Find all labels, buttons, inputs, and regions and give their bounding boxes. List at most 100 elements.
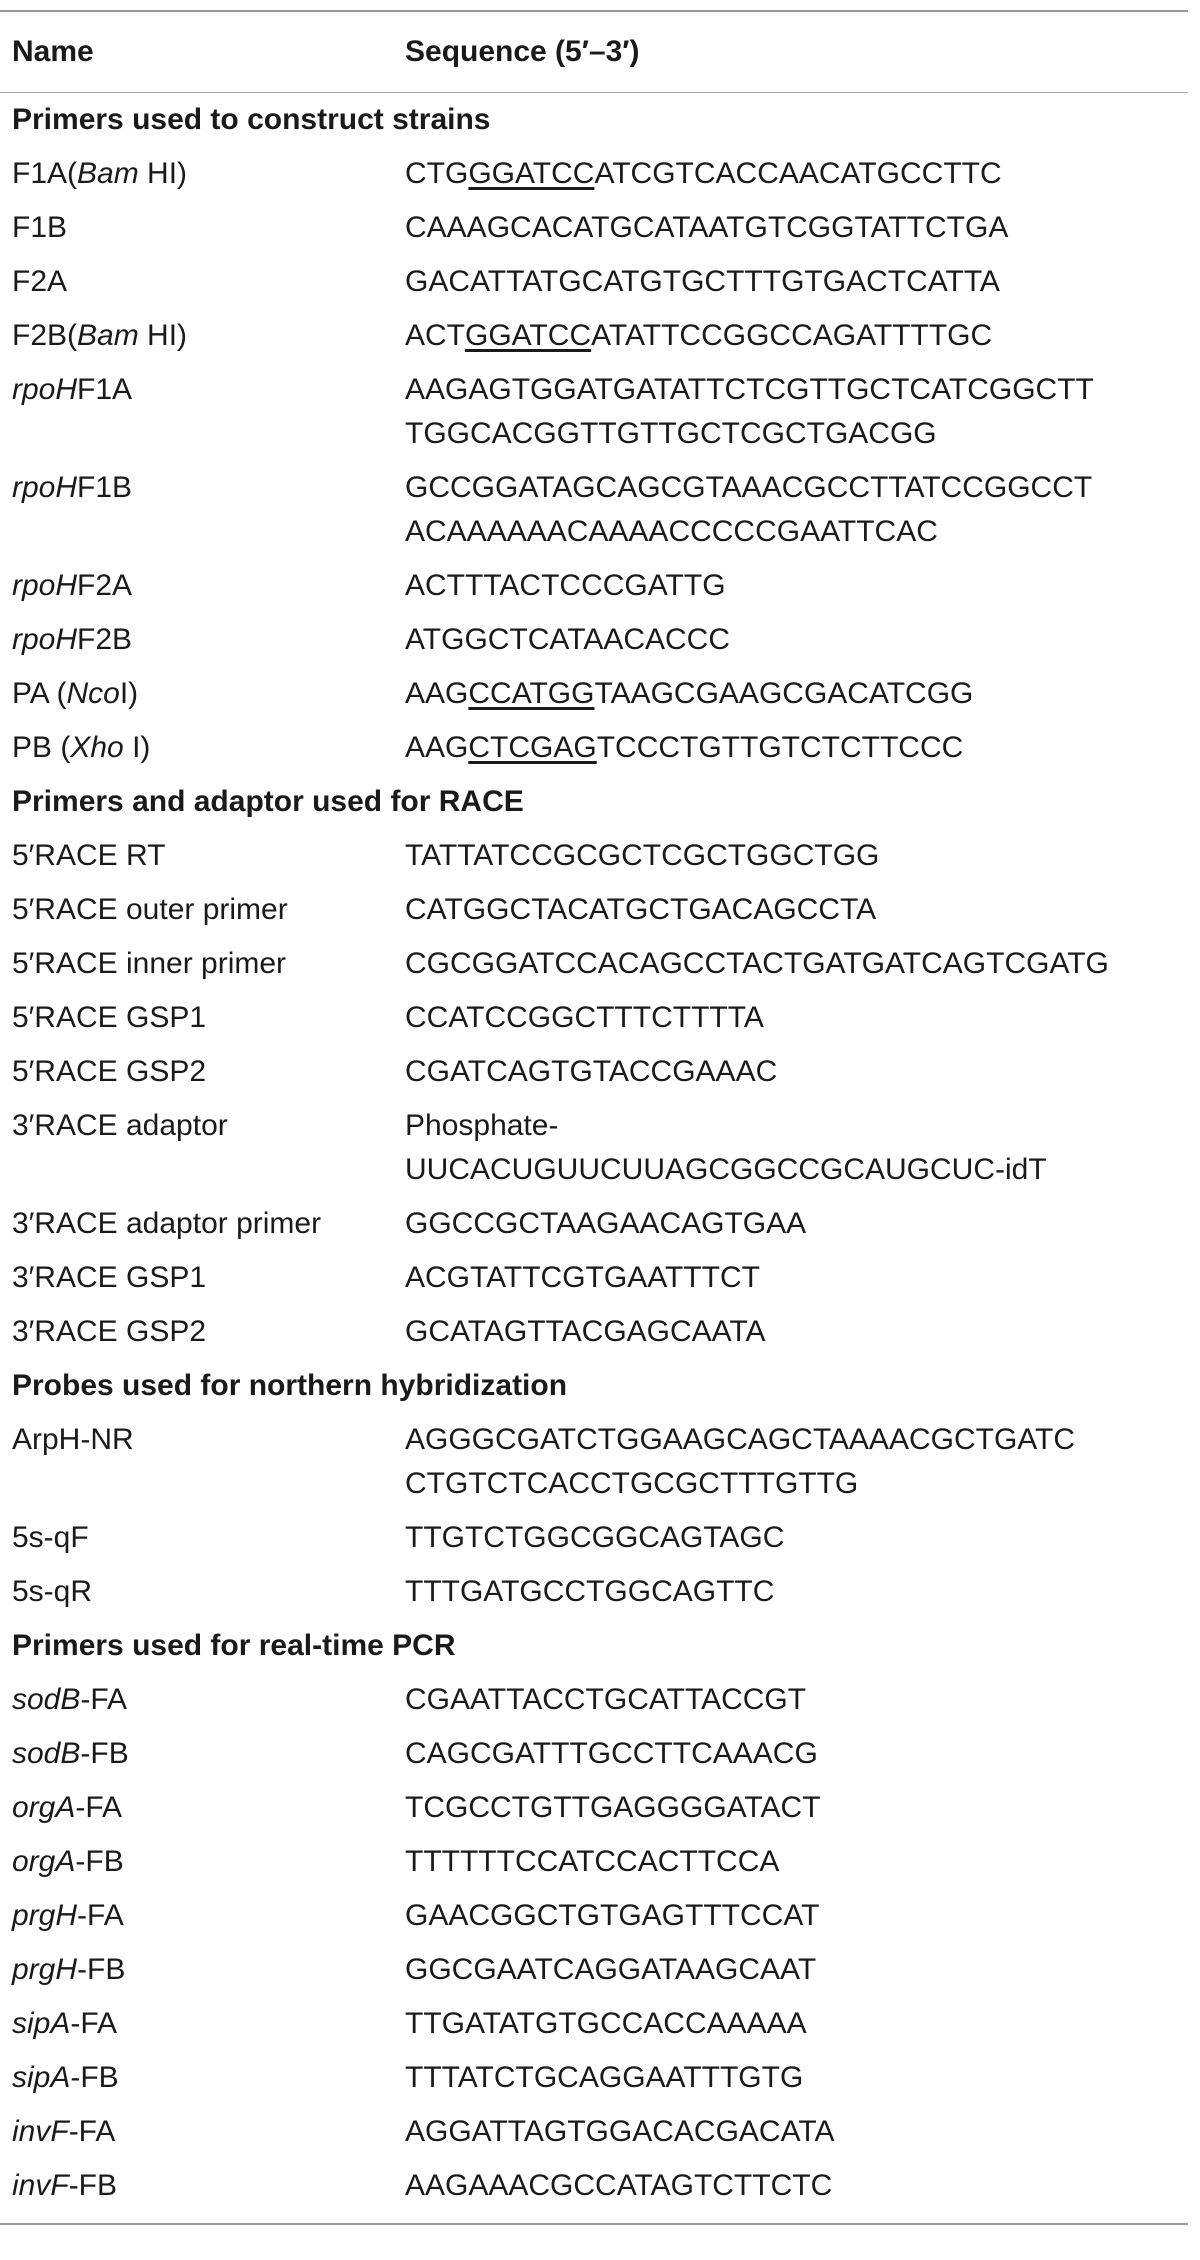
primer-sequence-segment: TTGATATGTGCCACCAAAAA [405, 2007, 807, 2040]
primer-sequence-segment: TTTTTTCCATCCACTTCCA [405, 1845, 780, 1878]
primer-sequence: TTTTTTCCATCCACTTCCA [405, 1840, 1188, 1884]
primer-name: 5′RACE inner primer [0, 942, 405, 986]
primer-name: F2A [0, 260, 405, 304]
primer-name-segment: sipA [12, 2007, 71, 2040]
primer-name: 5′RACE GSP2 [0, 1050, 405, 1094]
primer-name: rpoHF1A [0, 368, 405, 412]
table-row: 5s-qF TTGTCTGGCGGCAGTAGC [0, 1511, 1188, 1565]
primer-sequence-segment: TCCCTGTTGTCTCTTCCC [596, 731, 964, 764]
primer-sequence-segment: GCATAGTTACGAGCAATA [405, 1315, 766, 1348]
primer-sequence-segment: TCGCCTGTTGAGGGGATACT [405, 1791, 821, 1824]
primer-name: 3′RACE adaptor primer [0, 1202, 405, 1246]
primer-name-segment: -FB [80, 1737, 129, 1770]
primer-name: orgA-FA [0, 1786, 405, 1830]
primer-name: 3′RACE GSP2 [0, 1310, 405, 1354]
primer-name-segment: 5′RACE GSP1 [12, 1001, 207, 1034]
primer-name: invF-FB [0, 2164, 405, 2208]
primer-sequence: TTGTCTGGCGGCAGTAGC [405, 1516, 1188, 1560]
primer-name-segment: 3′RACE GSP2 [12, 1315, 207, 1348]
primer-sequence-segment: AGGGCGATCTGGAAGCAGCTAAAACGCTGATC [405, 1423, 1076, 1456]
primer-table: Name Sequence (5′–3′) Primers used to co… [0, 10, 1188, 2225]
primer-sequence-segment: GCCGGATAGCAGCGTAAACGCCTTATCCGGCCT [405, 471, 1093, 504]
primer-name-segment: prgH [12, 1899, 78, 1932]
primer-name: prgH-FB [0, 1948, 405, 1992]
primer-name: PB (Xho I) [0, 726, 405, 770]
primer-name: invF-FA [0, 2110, 405, 2154]
primer-name: F2B(Bam HI) [0, 314, 405, 358]
primer-name: rpoHF1B [0, 466, 405, 510]
table-row: 5′RACE RT TATTATCCGCGCTCGCTGGCTGG [0, 829, 1188, 883]
primer-name-segment: invF [12, 2169, 69, 2202]
primer-name-segment: F1A( [12, 157, 78, 190]
primer-name-segment: 3′RACE adaptor [12, 1109, 228, 1142]
primer-sequence: CGAATTACCTGCATTACCGT [405, 1678, 1188, 1722]
primer-sequence-segment: GACATTATGCATGTGCTTTGTGACTCATTA [405, 265, 1000, 298]
primer-name: 5s-qF [0, 1516, 405, 1560]
primer-name-segment: -FA [80, 1683, 128, 1716]
primer-sequence: TATTATCCGCGCTCGCTGGCTGG [405, 834, 1188, 878]
primer-sequence-segment: TTGTCTGGCGGCAGTAGC [405, 1521, 785, 1554]
header-rule [0, 92, 1188, 93]
table-header-row: Name Sequence (5′–3′) [0, 12, 1188, 92]
primer-name-segment: PB ( [12, 731, 71, 764]
section-heading: Primers used for real-time PCR [12, 1629, 456, 1662]
primer-name: sipA-FA [0, 2002, 405, 2046]
primer-name-segment: -FB [70, 2061, 119, 2094]
primer-name: sodB-FA [0, 1678, 405, 1722]
primer-sequence-segment: ACAAAAAACAAAACCCCCGAATTCAC [405, 515, 938, 548]
primer-name-segment: rpoH [12, 373, 78, 406]
primer-name-segment: 5′RACE RT [12, 839, 166, 872]
primer-sequence: ACTGGATCCATATTCCGGCCAGATTTTGC [405, 314, 1188, 358]
primer-sequence-segment: TTTGATGCCTGGCAGTTC [405, 1575, 775, 1608]
table-row: F1A(Bam HI)CTGGGATCCATCGTCACCAACATGCCTTC [0, 147, 1188, 201]
primer-sequence-segment: AAGAGTGGATGATATTCTCGTTGCTCATCGGCTT [405, 373, 1094, 406]
primer-name-segment: sodB [12, 1737, 81, 1770]
primer-name: 3′RACE adaptor [0, 1104, 405, 1148]
primer-sequence-segment: AAG [405, 731, 469, 764]
primer-sequence-segment: ACGTATTCGTGAATTTCT [405, 1261, 760, 1294]
bottom-rule [0, 2223, 1188, 2225]
primer-name-segment: F2A [77, 569, 133, 602]
primer-name-segment: -FA [70, 2007, 118, 2040]
primer-sequence-segment: AAGAAACGCCATAGTCTTCTC [405, 2169, 833, 2202]
primer-sequence: AAGCCATGGTAAGCGAAGCGACATCGG [405, 672, 1188, 716]
primer-name: PA (NcoI) [0, 672, 405, 716]
primer-sequence-segment: ATCGTCACCAACATGCCTTC [594, 157, 1002, 190]
primer-sequence: GAACGGCTGTGAGTTTCCAT [405, 1894, 1188, 1938]
sequence-column-header: Sequence (5′–3′) [405, 35, 640, 68]
primer-name-segment: I) [119, 677, 139, 710]
primer-name: 5′RACE GSP1 [0, 996, 405, 1040]
primer-name-segment: F1A [77, 373, 133, 406]
primer-sequence-segment: TTTATCTGCAGGAATTTGTG [405, 2061, 804, 2094]
primer-sequence-segment: CGCGGATCCACAGCCTACTGATGATCAGTCGATG [405, 947, 1109, 980]
primer-sequence: TTTATCTGCAGGAATTTGTG [405, 2056, 1188, 2100]
primer-sequence-segment: CAAAGCACATGCATAATGTCGGTATTCTGA [405, 211, 1009, 244]
primer-name-segment: prgH [12, 1953, 78, 1986]
primer-sequence-segment: AGGATTAGTGGACACGACATA [405, 2115, 835, 2148]
primer-name-segment: Bam [77, 319, 139, 352]
primer-sequence: CTGGGATCCATCGTCACCAACATGCCTTC [405, 152, 1188, 196]
primer-sequence-segment: CGATCAGTGTACCGAAAC [405, 1055, 778, 1088]
primer-name-segment: -FB [77, 1953, 126, 1986]
primer-name-segment: Nco [66, 677, 120, 710]
table-row: F2A GACATTATGCATGTGCTTTGTGACTCATTA [0, 255, 1188, 309]
primer-name: F1B [0, 206, 405, 250]
primer-name-segment: -FB [68, 2169, 118, 2202]
primer-sequence-segment: CAGCGATTTGCCTTCAAACG [405, 1737, 818, 1770]
primer-sequence: GGCCGCTAAGAACAGTGAA [405, 1202, 1188, 1246]
primer-name-segment: Bam [77, 157, 139, 190]
primer-name-segment: sodB [12, 1683, 81, 1716]
primer-name-segment: F2A [12, 265, 68, 298]
primer-name-segment: 5s-qF [12, 1521, 89, 1554]
primer-name-segment: orgA [12, 1791, 76, 1824]
